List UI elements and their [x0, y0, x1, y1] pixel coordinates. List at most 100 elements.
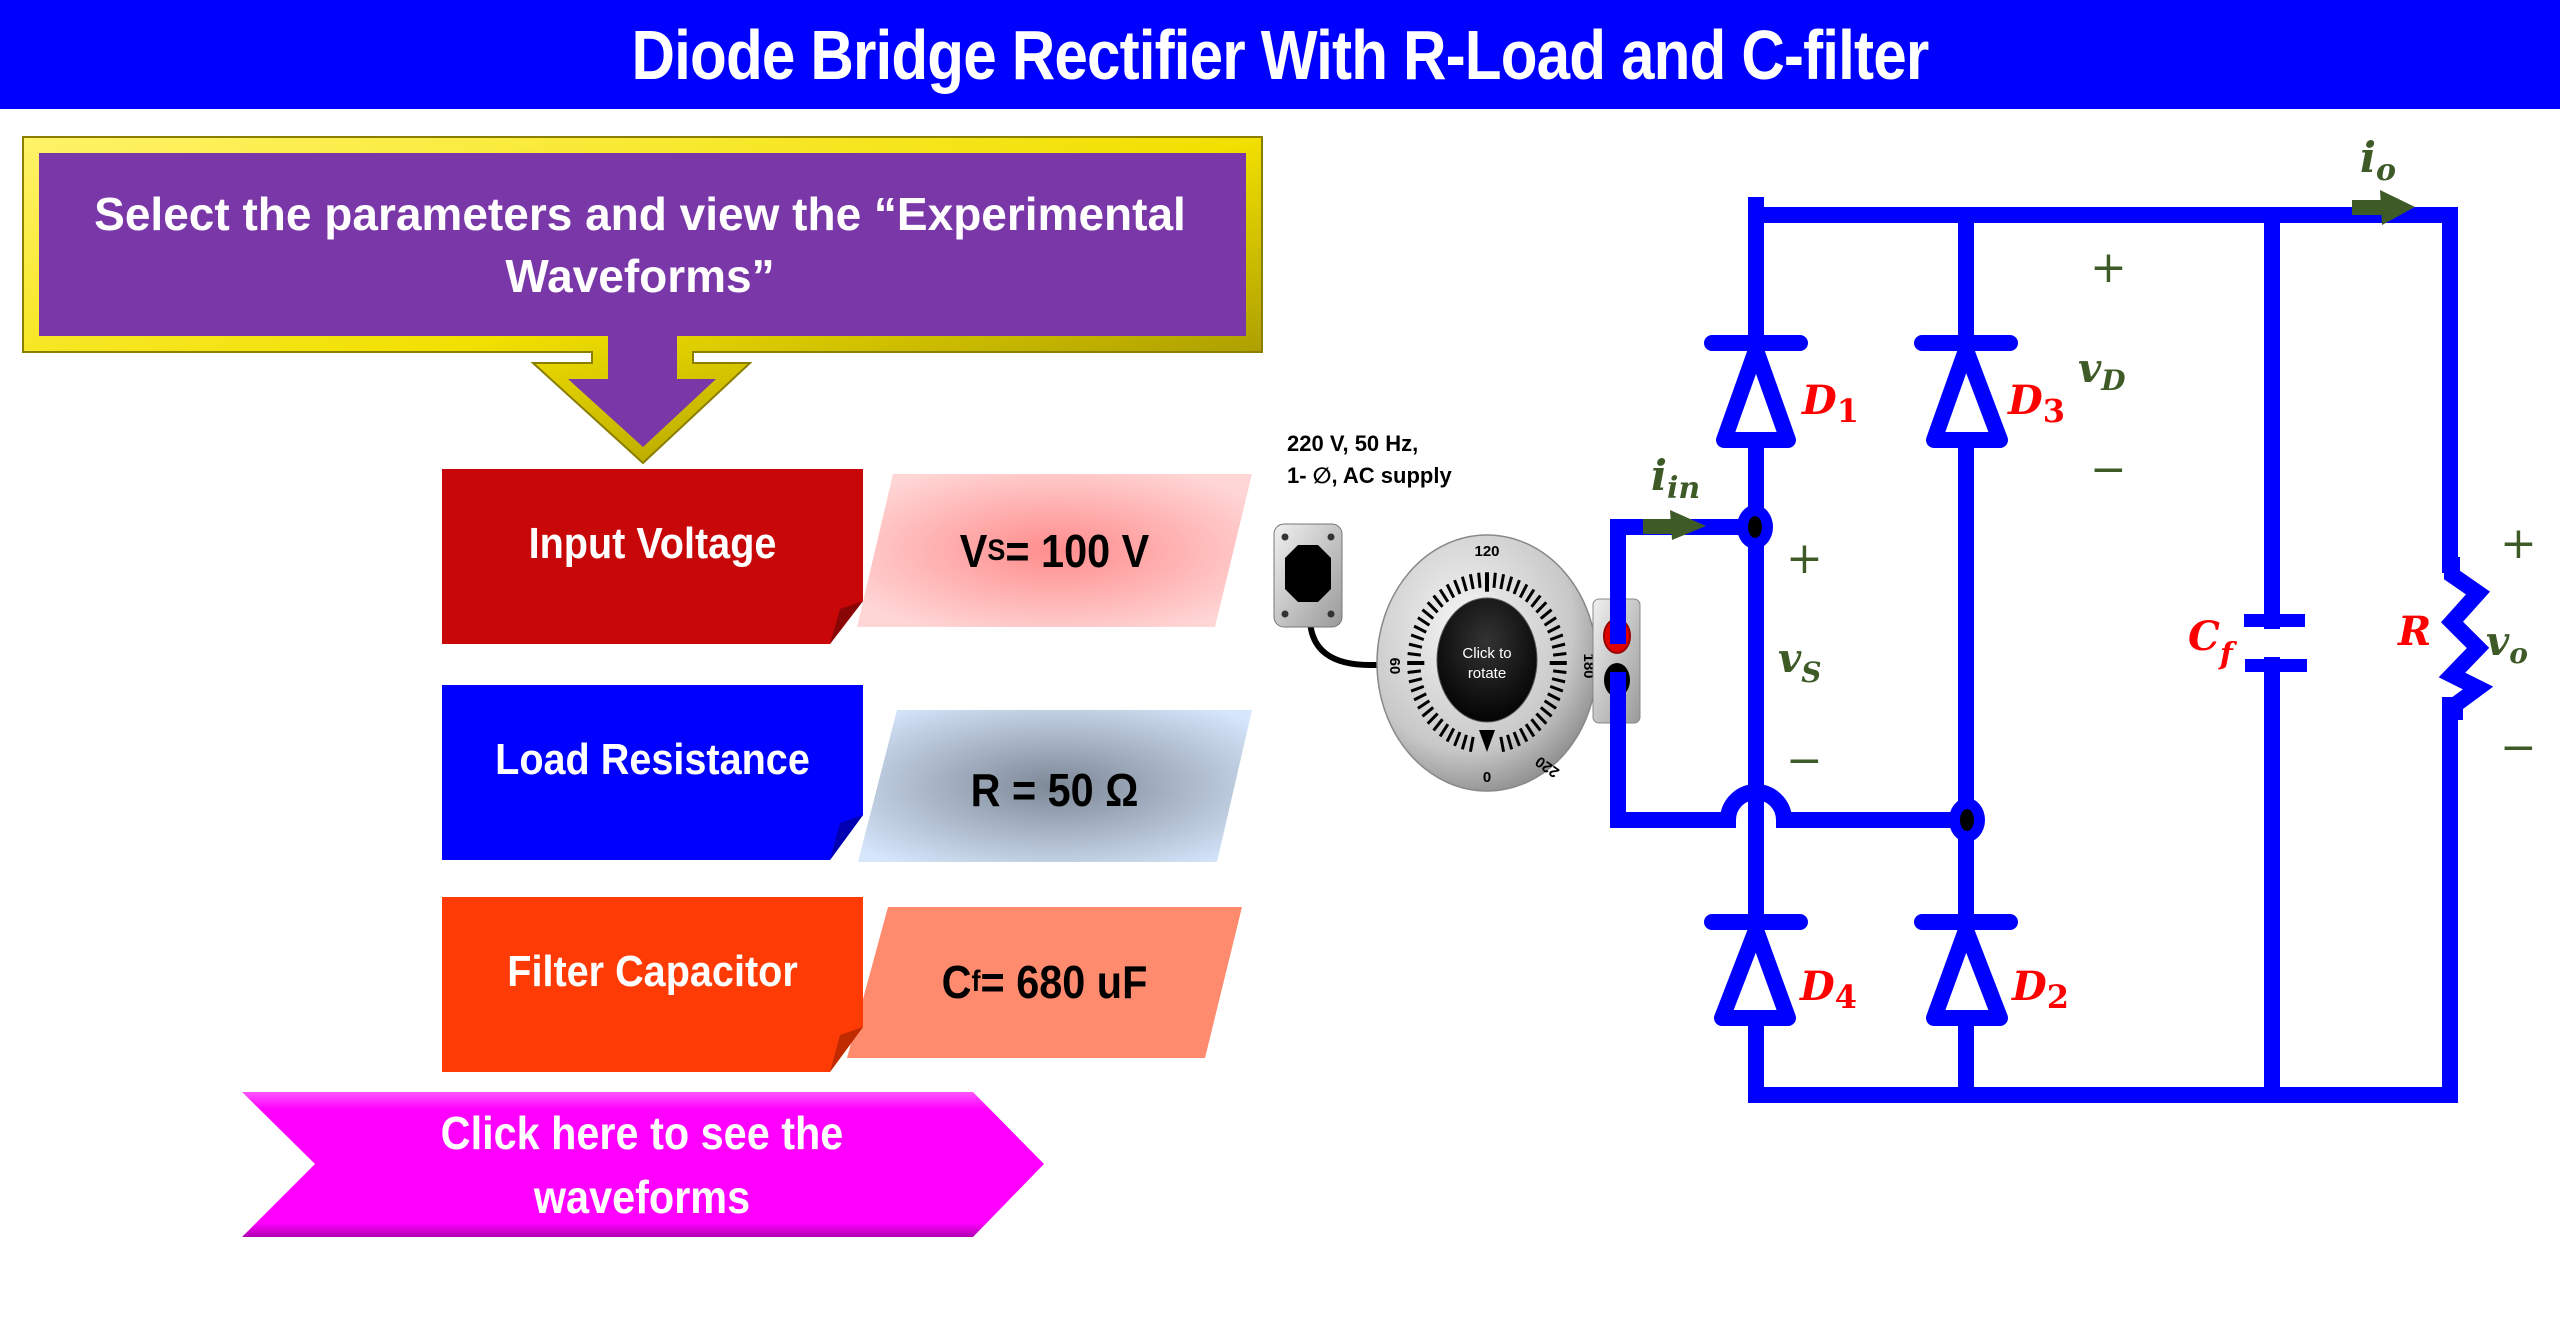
- dial-tick: [1512, 731, 1521, 747]
- dial-tick: [1549, 633, 1564, 642]
- dial-tick: [1539, 608, 1553, 620]
- capacitor-symbol: [2244, 614, 2307, 672]
- dial-label-0: 0: [1483, 769, 1491, 786]
- dial-tick: [1417, 699, 1431, 710]
- output-terminals: [1592, 598, 1641, 724]
- ac-supply-unit: 120 0 60 180 220 Click to rotate: [1273, 523, 1641, 792]
- param-row-load-resistance[interactable]: Load Resistance R = 50 Ω: [442, 685, 1257, 863]
- filter-capacitor-shapes: [442, 897, 1242, 1072]
- dial-tick: [1453, 579, 1462, 595]
- filter-capacitor-label-box: [442, 897, 863, 1072]
- fold-corner: [830, 1027, 863, 1072]
- dial-tick: [1535, 712, 1548, 725]
- view-waveforms-button[interactable]: Click here to see the waveforms: [242, 1092, 1044, 1237]
- dial-tick: [1530, 594, 1542, 608]
- diode-voltage-label: vD: [2078, 345, 2126, 397]
- resistor-symbol: [2438, 557, 2494, 720]
- wire-bottom-bus: [1748, 697, 2458, 1103]
- dial-tick: [1543, 699, 1557, 710]
- dial-tick: [1543, 616, 1557, 627]
- dial-tick: [1408, 677, 1423, 684]
- node-ac-top: [1737, 505, 1773, 549]
- dial-tick: [1426, 712, 1439, 725]
- load-resistance-value[interactable]: R = 50 Ω: [970, 764, 1139, 816]
- filter-capacitor-value-box[interactable]: [847, 907, 1242, 1058]
- dial-tick: [1512, 579, 1521, 595]
- page-header: Diode Bridge Rectifier With R-Load and C…: [0, 0, 2560, 109]
- negative-terminal[interactable]: [1604, 663, 1630, 697]
- dial-tick: [1547, 692, 1561, 702]
- knob-text-line2: rotate: [1468, 665, 1506, 682]
- dial-tick: [1549, 684, 1564, 693]
- source-voltage-label: vS: [1778, 635, 1821, 689]
- filter-capacitor-label: Filter Capacitor: [507, 947, 798, 996]
- knob-text-line1: Click to: [1462, 645, 1511, 662]
- capacitor-label: Cf: [2188, 613, 2238, 672]
- callout-body: [39, 153, 1246, 447]
- dial-tick: [1410, 684, 1425, 693]
- dial-tick: [1518, 583, 1529, 599]
- dial-tick: [1453, 731, 1462, 747]
- dial-tick: [1552, 652, 1567, 657]
- dial-tick: [1445, 727, 1456, 743]
- dial-tick: [1407, 652, 1422, 657]
- dial-ticks: [1407, 572, 1567, 753]
- dial-tick: [1547, 624, 1561, 634]
- dial-tick: [1460, 734, 1468, 750]
- dial-tick: [1524, 588, 1536, 603]
- dial-tick: [1518, 727, 1529, 743]
- dial-tick: [1530, 718, 1542, 732]
- dial-tick: [1535, 601, 1548, 614]
- voltage-dial[interactable]: 120 0 60 180 220 Click to rotate: [1376, 534, 1598, 792]
- fold-corner: [830, 815, 863, 860]
- dial-tick: [1506, 734, 1514, 750]
- vs-plus: +: [1786, 533, 1823, 584]
- dial-tick: [1426, 601, 1439, 614]
- fold-corner: [830, 601, 863, 644]
- load-resistance-shapes: [442, 685, 1252, 862]
- dial-tick: [1413, 692, 1427, 702]
- instruction-callout: [22, 136, 1263, 465]
- dial-tick: [1432, 718, 1444, 732]
- dial-tick: [1539, 706, 1553, 718]
- power-socket-icon: [1273, 523, 1343, 628]
- diode-d4: [1704, 914, 1808, 1026]
- dial-label-120: 120: [1474, 543, 1499, 560]
- callout-text: Select the parameters and view the “Expe…: [94, 188, 1186, 302]
- dial-label-60: 60: [1386, 658, 1403, 675]
- dial-tick: [1438, 723, 1450, 738]
- dial-knob[interactable]: Click to rotate: [1436, 597, 1538, 752]
- dial-tick: [1421, 706, 1435, 718]
- d2-label: D2: [2011, 963, 2069, 1016]
- vd-minus: −: [2090, 444, 2127, 495]
- dial-tick: [1438, 588, 1450, 603]
- dial-tick: [1413, 624, 1427, 634]
- d1-label: D1: [1801, 377, 1859, 430]
- load-resistance-label: Load Resistance: [495, 735, 810, 784]
- d4-label: D4: [1799, 963, 1857, 1016]
- dial-tick: [1460, 576, 1468, 592]
- dial-tick: [1477, 572, 1482, 588]
- dial-tick: [1551, 677, 1566, 684]
- waveforms-button-shape: [242, 1092, 1044, 1237]
- load-resistance-value-box[interactable]: [858, 710, 1252, 862]
- dial-tick: [1432, 594, 1444, 608]
- dial-tick: [1551, 642, 1566, 649]
- input-voltage-label-box: [442, 469, 863, 644]
- diode-d3: [1914, 335, 2018, 448]
- input-voltage-value-box[interactable]: [857, 474, 1252, 627]
- vo-minus: −: [2500, 722, 2537, 773]
- vo-plus: +: [2500, 518, 2537, 569]
- dial-tick: [1421, 608, 1435, 620]
- input-voltage-label: Input Voltage: [528, 519, 777, 568]
- wire-top-bus: [1748, 197, 2458, 573]
- dial-tick: [1410, 633, 1425, 642]
- page-title: Diode Bridge Rectifier With R-Load and C…: [631, 15, 1930, 94]
- output-current-label: io: [2360, 133, 2396, 188]
- dial-tick: [1492, 572, 1497, 588]
- dial-tick: [1445, 583, 1456, 599]
